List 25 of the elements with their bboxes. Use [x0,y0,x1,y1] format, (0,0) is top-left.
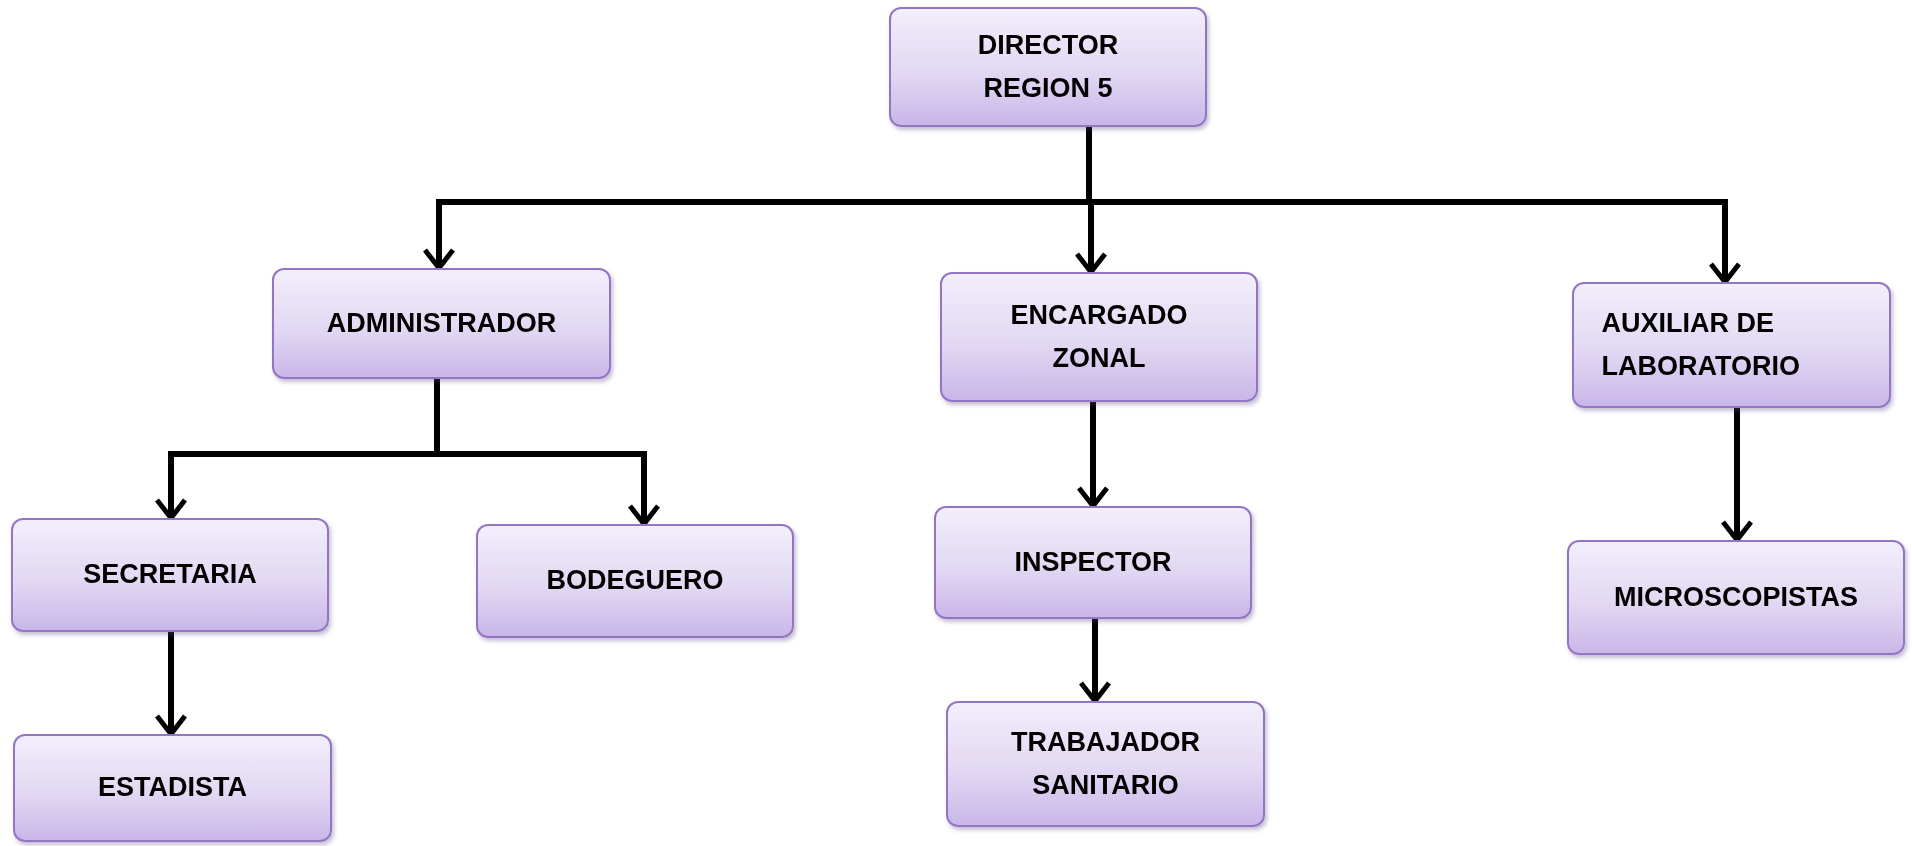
role-title: AUXILIAR DE LABORATORIO [1601,306,1801,383]
role-title: SECRETARIA [82,558,258,592]
org-box [934,506,1252,619]
org-box [1567,540,1905,655]
org-box [946,701,1265,827]
org-box [1572,282,1891,408]
connector-arrow [154,632,188,737]
org-box [13,734,332,842]
role-title: TRABAJADOR SANITARIO [1010,725,1201,802]
role-title: ESTADISTA [97,771,248,805]
role-title: BODEGUERO [545,564,725,598]
role-title: ENCARGADO ZONAL [1009,298,1189,375]
connector-arrow [434,379,661,527]
role-title: INSPECTOR [1013,545,1173,579]
connector-arrow [1720,408,1754,543]
org-box [272,268,611,379]
role-title: ADMINISTRADOR [325,306,558,340]
role-title: DIRECTOR REGION 5 [976,28,1120,105]
role-title: MICROSCOPISTAS [1613,580,1859,614]
org-box [889,7,1207,127]
org-box [476,524,794,638]
org-box [11,518,329,632]
connector-arrow [1076,402,1110,509]
org-box [940,272,1258,402]
connector-arrow [1078,619,1112,704]
